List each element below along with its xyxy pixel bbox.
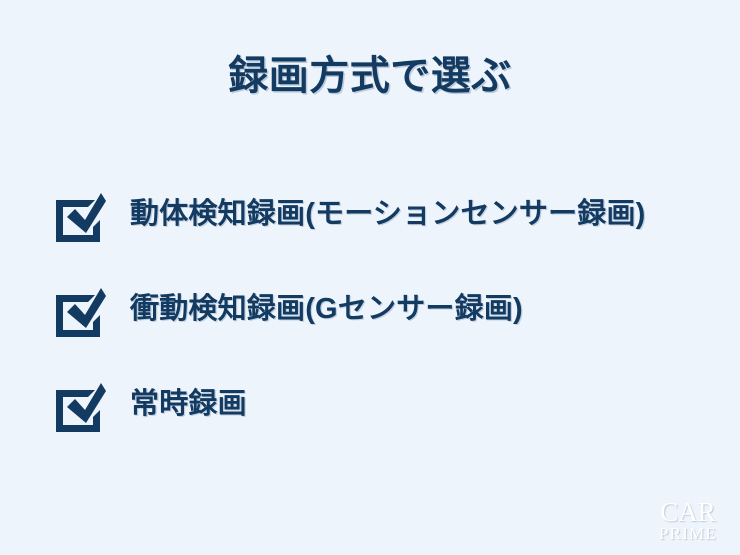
list-item-label: 動体検知録画(モーションセンサー録画) (130, 198, 646, 230)
checked-checkbox-icon (54, 376, 106, 432)
checked-checkbox-icon (54, 281, 106, 337)
list-item-label: 衝動検知録画(Gセンサー録画) (130, 293, 523, 325)
checklist: 動体検知録画(モーションセンサー録画) 衝動検知録画(Gセンサー録画) 常時録画 (0, 180, 740, 465)
watermark-line-1: CAR (660, 497, 716, 527)
list-item: 衝動検知録画(Gセンサー録画) (0, 275, 740, 370)
watermark-logo: CAR PRIME (646, 497, 730, 543)
page-title: 録画方式で選ぶ (228, 54, 512, 98)
list-item: 動体検知録画(モーションセンサー録画) (0, 180, 740, 275)
watermark-line-2: PRIME (659, 524, 717, 543)
list-item: 常時録画 (0, 370, 740, 465)
list-item-label: 常時録画 (130, 388, 247, 420)
checked-checkbox-icon (54, 186, 106, 242)
